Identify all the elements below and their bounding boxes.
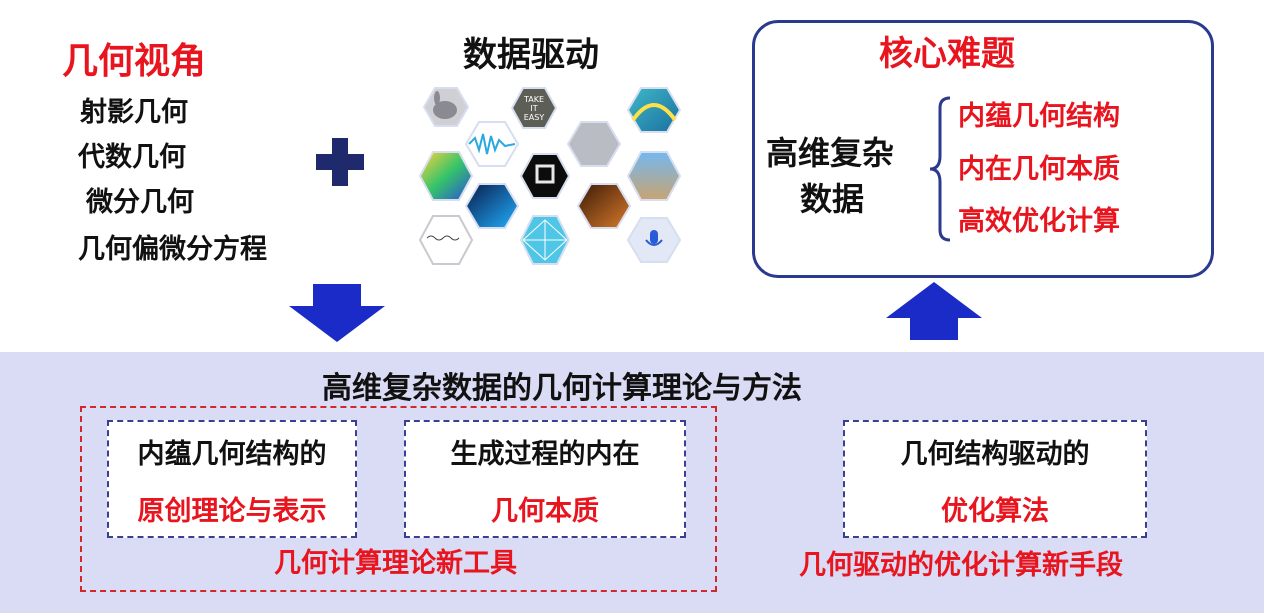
card-3-line-2: 优化算法: [941, 496, 1049, 527]
hex-landscape: [626, 151, 682, 201]
card-intrinsic-structure: 内蕴几何结构的 原创理论与表示: [107, 420, 357, 538]
core-problems-title: 核心难题: [879, 34, 1015, 74]
plus-icon: [316, 138, 364, 186]
hex-take-it-easy: [510, 87, 558, 129]
core-item-intrinsic-structure: 内蕴几何结构: [958, 101, 1120, 132]
core-item-intrinsic-essence: 内在几何本质: [958, 154, 1120, 185]
core-item-efficient-optimization: 高效优化计算: [958, 206, 1120, 237]
core-left-line-1: 高维复杂: [766, 134, 895, 172]
hex-text-take: TAKE: [523, 95, 544, 104]
card-optimization-algorithm: 几何结构驱动的 优化算法: [843, 420, 1147, 538]
brace-icon: [929, 96, 951, 242]
geometry-item-algebraic: 代数几何: [78, 142, 186, 173]
new-means-label: 几何驱动的优化计算新手段: [799, 550, 1123, 581]
card-generative-essence: 生成过程的内在 几何本质: [404, 420, 686, 538]
bottom-band-title: 高维复杂数据的几何计算理论与方法: [322, 371, 802, 406]
hex-city-network: [464, 183, 520, 229]
geometry-item-differential: 微分几何: [86, 187, 194, 218]
hex-text-it: IT: [530, 104, 537, 113]
hex-handwriting: [418, 215, 474, 265]
down-arrow-icon: [289, 284, 385, 342]
hex-heatmap: [418, 151, 474, 201]
hex-surface-plot: [626, 87, 682, 133]
tools-dashed-group: [80, 406, 717, 592]
core-problems-box: [752, 20, 1214, 278]
hex-waveform: [464, 121, 520, 167]
new-tools-label: 几何计算理论新工具: [274, 548, 517, 579]
hex-black-cube: [519, 153, 571, 199]
data-driven-title: 数据驱动: [463, 35, 599, 75]
card-1-line-1: 内蕴几何结构的: [137, 439, 327, 470]
hex-text-easy: EASY: [524, 113, 545, 122]
geometry-item-projective: 射影几何: [80, 97, 188, 128]
core-left-line-2: 数据: [800, 180, 865, 218]
hex-crowd-grayscale: [566, 121, 622, 167]
card-1-line-2: 原创理论与表示: [137, 496, 327, 527]
geometry-perspective-title: 几何视角: [62, 41, 207, 82]
up-arrow-icon: [886, 282, 982, 340]
data-hexagon-collage: TAKE IT EASY: [418, 87, 682, 265]
geometry-item-geometric-pde: 几何偏微分方程: [78, 234, 267, 265]
card-2-line-1: 生成过程的内在: [450, 439, 640, 470]
card-2-line-2: 几何本质: [491, 496, 599, 527]
hex-fire-scene: [576, 183, 632, 229]
card-3-line-1: 几何结构驱动的: [900, 439, 1090, 470]
